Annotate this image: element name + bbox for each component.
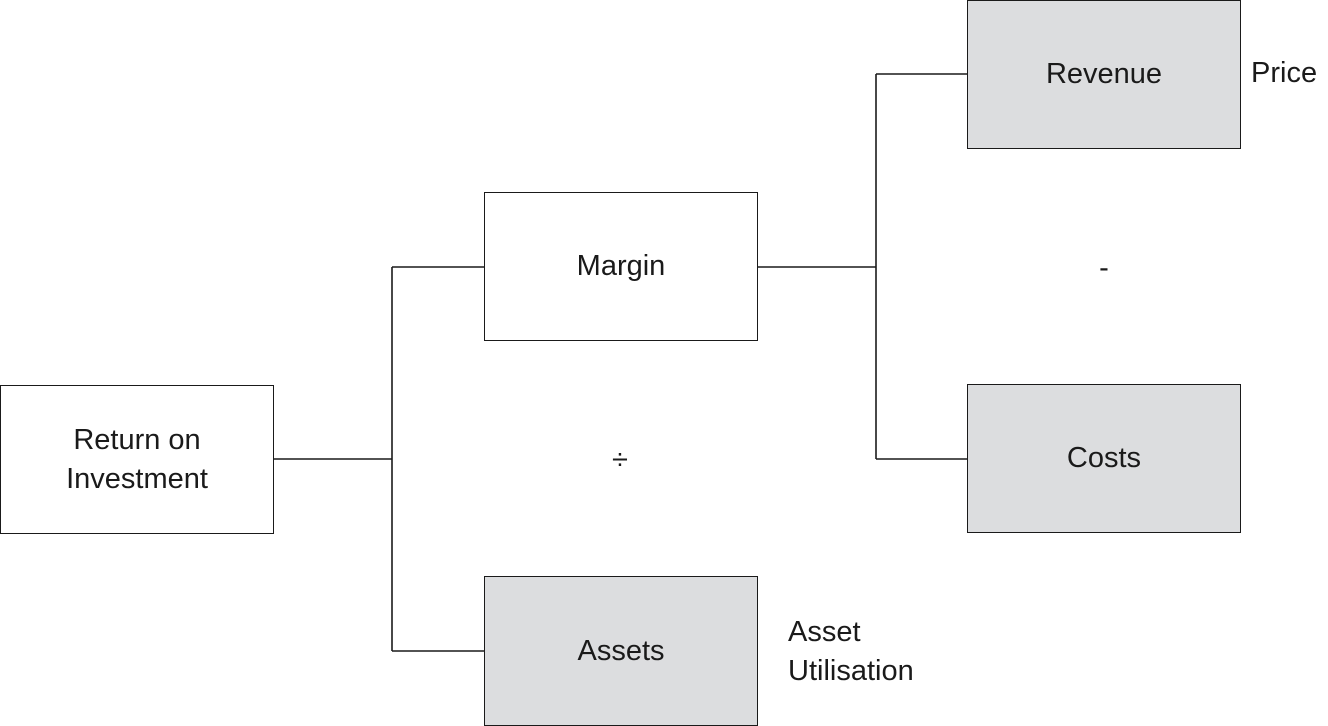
revenue-node: Revenue	[967, 0, 1241, 149]
asset-utilisation-annotation: Asset Utilisation	[788, 613, 914, 691]
margin-node: Margin	[484, 192, 758, 341]
margin-label: Margin	[576, 250, 666, 282]
assets-node: Assets	[484, 576, 758, 726]
costs-node: Costs	[967, 384, 1241, 533]
costs-label: Costs	[1066, 442, 1142, 474]
roi-label-line2: Investment	[66, 462, 208, 495]
roi-node: Return on Investment	[0, 385, 274, 534]
roi-label-line1: Return on	[73, 423, 201, 456]
assets-label: Assets	[577, 634, 665, 667]
revenue-label: Revenue	[1045, 58, 1163, 90]
price-annotation: Price	[1251, 57, 1318, 89]
asset-utilisation-line2: Utilisation	[788, 655, 914, 687]
divide-operator: ÷	[612, 444, 628, 476]
subtract-operator: -	[1099, 252, 1109, 284]
asset-utilisation-line1: Asset	[788, 616, 861, 648]
